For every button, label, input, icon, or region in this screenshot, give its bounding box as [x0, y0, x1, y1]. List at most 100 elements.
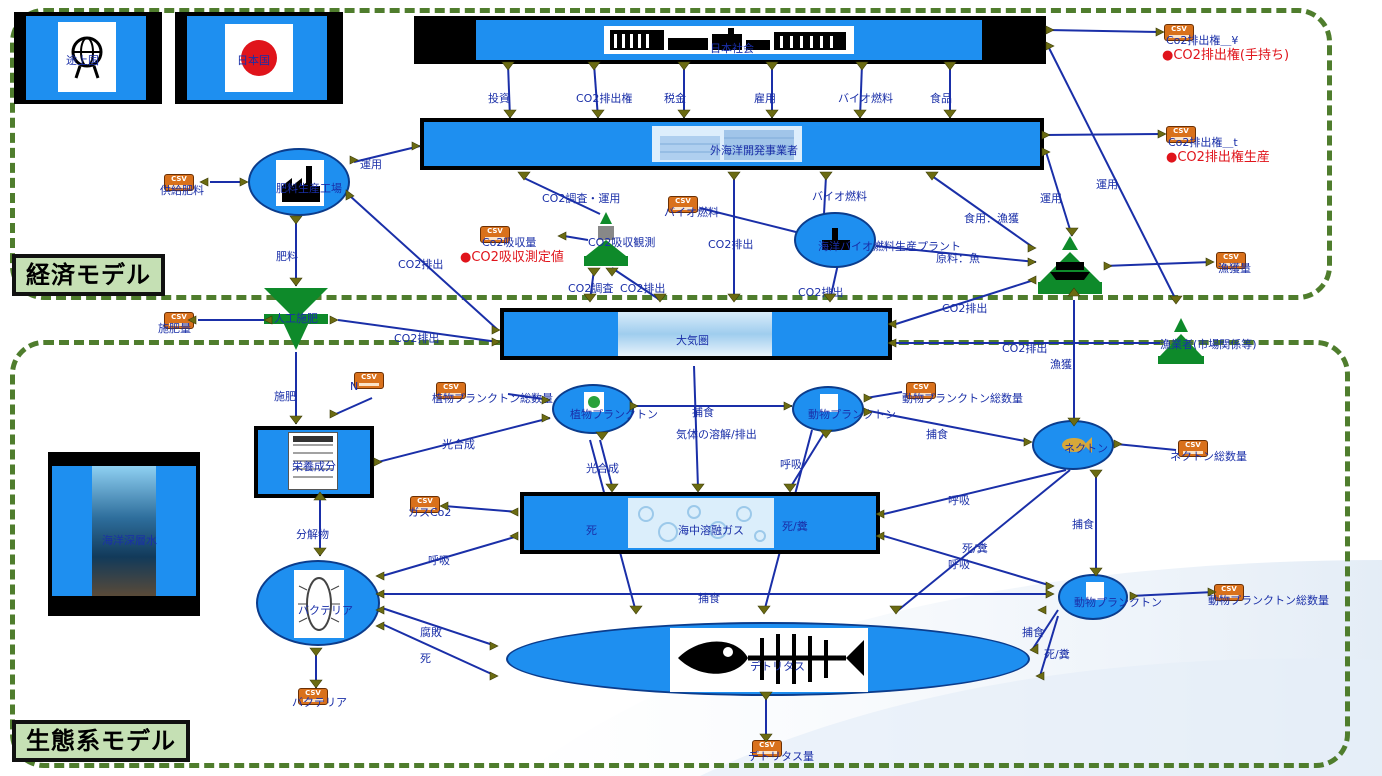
flow-respiration-b: 呼吸: [948, 494, 970, 507]
fertilizer-factory-label: 肥料生産工場: [276, 182, 342, 195]
flow-decomposition: 分解物: [296, 528, 329, 541]
co2-rights-yen-label: Co2排出権＿¥: [1166, 34, 1239, 47]
society-image: [604, 26, 854, 54]
zooplankton-a-node[interactable]: 動物プランクトン: [792, 386, 896, 432]
developing-country-node[interactable]: 途上国: [14, 12, 162, 104]
funnel-icon: [264, 288, 328, 350]
phytoplankton-node[interactable]: 植物プランクトン: [552, 384, 658, 434]
csv-bacteria[interactable]: CSV: [298, 688, 328, 705]
co2-observation-label: CO2吸収観測: [588, 236, 656, 249]
zooplankton-b-label: 動物プランクトン: [1074, 596, 1162, 609]
japan-label: 日本国: [237, 54, 270, 67]
phyto-total-label: 植物プランクトン総数量: [432, 392, 553, 405]
japan-node[interactable]: 日本国: [175, 12, 343, 104]
flow-death-b: 死: [420, 652, 431, 665]
csv-co2-rights-yen[interactable]: CSV: [1164, 24, 1194, 41]
operator-node[interactable]: 外海洋開発事業者: [420, 118, 1044, 170]
nekton-node[interactable]: ネクトン: [1032, 420, 1114, 470]
flow-co2-emission-factory: CO2排出: [398, 258, 444, 271]
japan-flag-icon: [241, 40, 277, 76]
flow-predation-d: 捕食: [698, 592, 720, 605]
fish-icon: [1062, 437, 1092, 453]
co2-absorbed-label: Co2吸収量: [482, 236, 537, 249]
bacteria-image: [294, 570, 344, 638]
zoo-total-a-label: 動物プランクトン総数量: [902, 392, 1023, 405]
society-node[interactable]: 日本社会: [414, 16, 1046, 64]
flow-predation-b: 捕食: [926, 428, 948, 441]
flow-photosynthesis-a: 光合成: [442, 438, 475, 451]
fertilizer-input-label: 人工施肥: [274, 312, 318, 325]
zoo-total-b-label: 動物プランクトン総数量: [1208, 594, 1329, 607]
csv-gas-co2[interactable]: CSV: [410, 496, 440, 513]
csv-biofuel[interactable]: CSV: [668, 196, 698, 213]
observation-buoy-icon: [584, 212, 628, 266]
deep-water-label: 海洋深層水: [102, 534, 157, 547]
zooplankton-a-label: 動物プランクトン: [808, 408, 896, 421]
atmosphere-image: [618, 312, 772, 356]
csv-phyto-total[interactable]: CSV: [436, 382, 466, 399]
nutrients-label: 栄養成分: [292, 460, 336, 473]
flow-decay: 腐敗: [420, 626, 442, 639]
flow-death-a: 死: [586, 524, 597, 537]
flow-predation-a: 捕食: [692, 406, 714, 419]
deep-water-node[interactable]: 海洋深層水: [48, 452, 200, 616]
csv-co2-absorbed[interactable]: CSV: [480, 226, 510, 243]
bacteria-label: バクテリア: [298, 604, 353, 617]
ship-icon: [1038, 236, 1102, 294]
flow-co2-emission-fertilize: CO2排出: [394, 332, 440, 345]
fertilizer-factory-node[interactable]: 肥料生産工場: [248, 148, 350, 216]
biofuel-plant-node[interactable]: 海洋バイオ燃料生産プラント: [794, 212, 961, 268]
csv-n-output[interactable]: CSV: [354, 372, 384, 389]
co2-observation-node[interactable]: [580, 212, 632, 272]
flow-link-group: [198, 29, 1215, 740]
zooplankton-b-node[interactable]: 動物プランクトン: [1058, 574, 1162, 620]
bacteria-node[interactable]: バクテリア: [256, 560, 380, 646]
biofuel-plant-label: 海洋バイオ燃料生産プラント: [818, 240, 961, 253]
flow-operate-right: 運用: [1040, 192, 1062, 205]
flow-co2-absorb: CO2排出: [620, 282, 666, 295]
flow-death-excrete-b: 死/糞: [962, 542, 988, 555]
co2-rights-generated-label: ●CO2排出権生産: [1166, 150, 1270, 165]
fishing-ship-node[interactable]: [1034, 234, 1106, 296]
detritus-amount-label: デトリタス量: [748, 750, 814, 763]
phytoplankton-image: [584, 392, 604, 412]
operator-image: [652, 126, 802, 162]
n-output-label: N: [350, 380, 359, 393]
csv-zoo-total-a[interactable]: CSV: [906, 382, 936, 399]
gas-co2-label: ガスCo2: [408, 506, 452, 519]
society-label: 日本社会: [710, 42, 754, 55]
flow-photosynthesis-b: 光合成: [586, 462, 619, 475]
flow-employment: 雇用: [754, 92, 776, 105]
detritus-image: [670, 628, 868, 692]
flow-invest: 投資: [488, 92, 510, 105]
economy-region: [10, 8, 1332, 300]
flow-respiration-a: 呼吸: [780, 458, 802, 471]
operator-label: 外海洋開発事業者: [710, 144, 798, 157]
fish-bone-icon: [678, 634, 864, 684]
plant-ship-icon: [822, 228, 850, 250]
csv-fertilizer-supply[interactable]: CSV: [164, 174, 194, 191]
flow-operate-left: 運用: [360, 158, 382, 171]
co2-rights-t-label: Co2排出権＿t: [1168, 136, 1238, 149]
nutrients-node[interactable]: 栄養成分: [254, 426, 374, 498]
flow-co2-emission-ship: CO2排出: [942, 302, 988, 315]
nutrients-image: [288, 432, 338, 490]
atmosphere-node[interactable]: 大気圏: [500, 308, 892, 360]
flow-co2-emission-mid: CO2排出: [708, 238, 754, 251]
detritus-node[interactable]: デトリタス: [506, 622, 1030, 696]
csv-co2-rights-t[interactable]: CSV: [1166, 126, 1196, 143]
fertilizer-input-node[interactable]: 人工施肥: [262, 286, 330, 352]
csv-nekton-total[interactable]: CSV: [1178, 440, 1208, 457]
plankton-icon: [588, 396, 600, 408]
csv-fish-catch[interactable]: CSV: [1216, 252, 1246, 269]
office-building-icon: [660, 130, 794, 160]
zooplankton-a-image: [820, 394, 838, 412]
detritus-label: デトリタス: [750, 660, 805, 673]
dissolved-gas-image: [628, 498, 774, 548]
fishery-market-node[interactable]: [1156, 316, 1206, 364]
economy-region-label: 経済モデル: [12, 254, 165, 296]
flow-co2-survey-bottom: CO2調査: [568, 282, 614, 295]
flow-predation-e: 捕食: [1022, 626, 1044, 639]
dissolved-gas-node[interactable]: 海中溶融ガス: [520, 492, 880, 554]
